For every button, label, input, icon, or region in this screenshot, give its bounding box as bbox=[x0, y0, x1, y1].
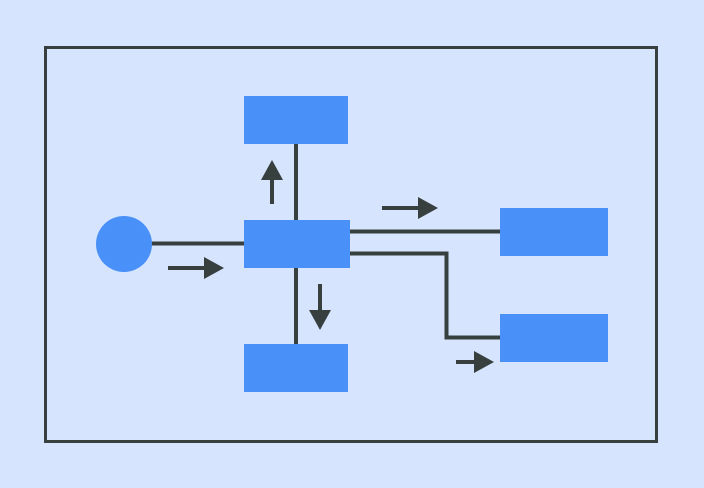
start-node bbox=[96, 216, 152, 272]
arrow-right-icon bbox=[456, 351, 494, 373]
right-lower-node bbox=[500, 314, 608, 362]
arrow-up-icon bbox=[261, 160, 283, 204]
connector-hub-right-lower bbox=[349, 251, 501, 340]
top-node bbox=[244, 96, 348, 144]
diagram-frame bbox=[44, 46, 658, 443]
hub-node bbox=[244, 220, 350, 268]
bottom-node bbox=[244, 344, 348, 392]
arrow-right-icon bbox=[382, 197, 438, 219]
arrow-down-icon bbox=[309, 284, 331, 330]
arrow-right-icon bbox=[168, 257, 224, 279]
right-upper-node bbox=[500, 208, 608, 256]
